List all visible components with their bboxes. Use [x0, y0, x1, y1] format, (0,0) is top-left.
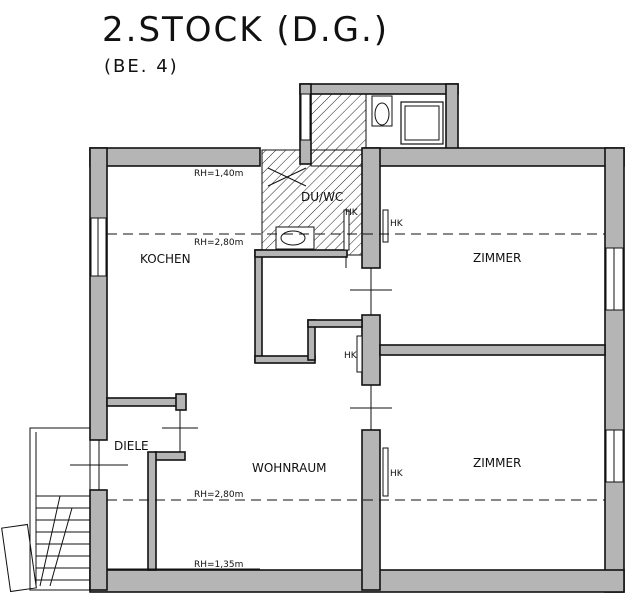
radiator-label-hall: HK	[344, 351, 358, 361]
door-markers	[70, 257, 392, 490]
room-label-room-2: ZIMMER	[473, 456, 521, 470]
ceiling-height-living-high: RH=2,80m	[194, 490, 243, 500]
radiator-label-room-1: HK	[390, 219, 404, 229]
ceiling-height-lines	[107, 233, 605, 570]
windows	[90, 93, 624, 483]
radiator-label-bath: HK	[345, 208, 359, 218]
room-label-hall: DIELE	[114, 439, 149, 453]
staircase	[1, 427, 91, 593]
ceiling-height-living-low: RH=1,35m	[194, 560, 243, 570]
bathroom-fixtures	[267, 95, 444, 250]
ceiling-height-kitchen-high: RH=2,80m	[194, 238, 243, 248]
room-label-living: WOHNRAUM	[252, 461, 327, 475]
plan-title: 2.STOCK (D.G.)	[102, 10, 390, 50]
room-label-kitchen: KOCHEN	[140, 252, 191, 266]
room-label-bath: DU/WC	[301, 190, 343, 204]
ceiling-height-kitchen-low: RH=1,40m	[194, 169, 243, 179]
interior-walls	[106, 147, 606, 591]
room-label-room-1: ZIMMER	[473, 251, 521, 265]
plan-subtitle: (BE. 4)	[104, 56, 179, 77]
radiator-markers	[343, 209, 389, 497]
radiator-label-living: HK	[390, 469, 404, 479]
